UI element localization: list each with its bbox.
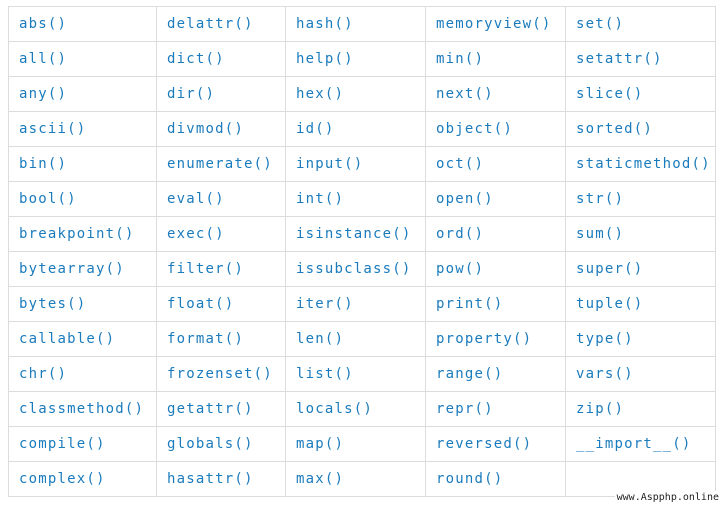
function-link[interactable]: classmethod() — [8, 391, 157, 427]
function-link[interactable]: next() — [425, 76, 566, 112]
function-link[interactable]: zip() — [565, 391, 716, 427]
table-row: bytes()float()iter()print()tuple() — [8, 286, 716, 322]
function-link[interactable]: oct() — [425, 146, 566, 182]
function-link[interactable]: frozenset() — [156, 356, 286, 392]
function-link[interactable]: help() — [285, 41, 426, 77]
table-row: bool()eval()int()open()str() — [8, 181, 716, 217]
function-link[interactable]: super() — [565, 251, 716, 287]
function-link[interactable]: abs() — [8, 6, 157, 42]
function-link[interactable]: property() — [425, 321, 566, 357]
function-link[interactable]: chr() — [8, 356, 157, 392]
function-link[interactable]: complex() — [8, 461, 157, 497]
table-row: any()dir()hex()next()slice() — [8, 76, 716, 112]
function-link[interactable]: exec() — [156, 216, 286, 252]
function-link[interactable]: any() — [8, 76, 157, 112]
function-link[interactable]: staticmethod() — [565, 146, 716, 182]
function-link[interactable]: memoryview() — [425, 6, 566, 42]
function-link[interactable]: max() — [285, 461, 426, 497]
function-link[interactable]: hex() — [285, 76, 426, 112]
function-link[interactable]: reversed() — [425, 426, 566, 462]
function-link[interactable]: open() — [425, 181, 566, 217]
function-link[interactable]: filter() — [156, 251, 286, 287]
table-row: ascii()divmod()id()object()sorted() — [8, 111, 716, 147]
function-link[interactable]: vars() — [565, 356, 716, 392]
function-link[interactable]: range() — [425, 356, 566, 392]
function-link[interactable]: map() — [285, 426, 426, 462]
function-link[interactable]: eval() — [156, 181, 286, 217]
table-body: abs()delattr()hash()memoryview()set()all… — [8, 6, 716, 497]
function-link[interactable]: sum() — [565, 216, 716, 252]
function-link[interactable]: globals() — [156, 426, 286, 462]
function-link[interactable]: len() — [285, 321, 426, 357]
function-link[interactable]: locals() — [285, 391, 426, 427]
function-link[interactable]: round() — [425, 461, 566, 497]
function-link[interactable]: hash() — [285, 6, 426, 42]
function-link[interactable]: bytes() — [8, 286, 157, 322]
watermark: www.Aspphp.online — [614, 491, 721, 504]
table-row: chr()frozenset()list()range()vars() — [8, 356, 716, 392]
function-link[interactable]: min() — [425, 41, 566, 77]
function-link[interactable]: str() — [565, 181, 716, 217]
table-row: compile()globals()map()reversed()__impor… — [8, 426, 716, 462]
function-link[interactable]: type() — [565, 321, 716, 357]
function-link[interactable]: isinstance() — [285, 216, 426, 252]
function-link[interactable]: tuple() — [565, 286, 716, 322]
table-row: callable()format()len()property()type() — [8, 321, 716, 357]
function-link[interactable]: enumerate() — [156, 146, 286, 182]
function-link[interactable]: callable() — [8, 321, 157, 357]
function-link[interactable]: compile() — [8, 426, 157, 462]
function-link[interactable]: float() — [156, 286, 286, 322]
function-link[interactable]: delattr() — [156, 6, 286, 42]
function-link[interactable]: format() — [156, 321, 286, 357]
function-link[interactable]: id() — [285, 111, 426, 147]
function-link[interactable]: repr() — [425, 391, 566, 427]
builtin-functions-table: abs()delattr()hash()memoryview()set()all… — [8, 6, 716, 497]
function-link[interactable]: print() — [425, 286, 566, 322]
function-link[interactable]: breakpoint() — [8, 216, 157, 252]
function-link[interactable]: pow() — [425, 251, 566, 287]
function-link[interactable]: ascii() — [8, 111, 157, 147]
function-link[interactable]: bytearray() — [8, 251, 157, 287]
function-link[interactable]: __import__() — [565, 426, 716, 462]
function-link[interactable]: getattr() — [156, 391, 286, 427]
function-link[interactable]: set() — [565, 6, 716, 42]
table-row: classmethod()getattr()locals()repr()zip(… — [8, 391, 716, 427]
function-link[interactable]: dict() — [156, 41, 286, 77]
function-link[interactable]: hasattr() — [156, 461, 286, 497]
table-row: bytearray()filter()issubclass()pow()supe… — [8, 251, 716, 287]
function-link[interactable]: divmod() — [156, 111, 286, 147]
function-link[interactable]: setattr() — [565, 41, 716, 77]
function-link[interactable]: list() — [285, 356, 426, 392]
function-link[interactable]: input() — [285, 146, 426, 182]
function-link[interactable]: bool() — [8, 181, 157, 217]
table-row: abs()delattr()hash()memoryview()set() — [8, 6, 716, 42]
function-link[interactable]: ord() — [425, 216, 566, 252]
table-row: complex()hasattr()max()round() — [8, 461, 716, 497]
table-row: all()dict()help()min()setattr() — [8, 41, 716, 77]
function-link[interactable]: int() — [285, 181, 426, 217]
function-link[interactable]: issubclass() — [285, 251, 426, 287]
function-link[interactable]: sorted() — [565, 111, 716, 147]
table-row: bin()enumerate()input()oct()staticmethod… — [8, 146, 716, 182]
function-link[interactable]: dir() — [156, 76, 286, 112]
function-link[interactable]: all() — [8, 41, 157, 77]
function-link[interactable]: bin() — [8, 146, 157, 182]
function-link[interactable]: slice() — [565, 76, 716, 112]
table-row: breakpoint()exec()isinstance()ord()sum() — [8, 216, 716, 252]
function-link[interactable]: object() — [425, 111, 566, 147]
function-link[interactable]: iter() — [285, 286, 426, 322]
